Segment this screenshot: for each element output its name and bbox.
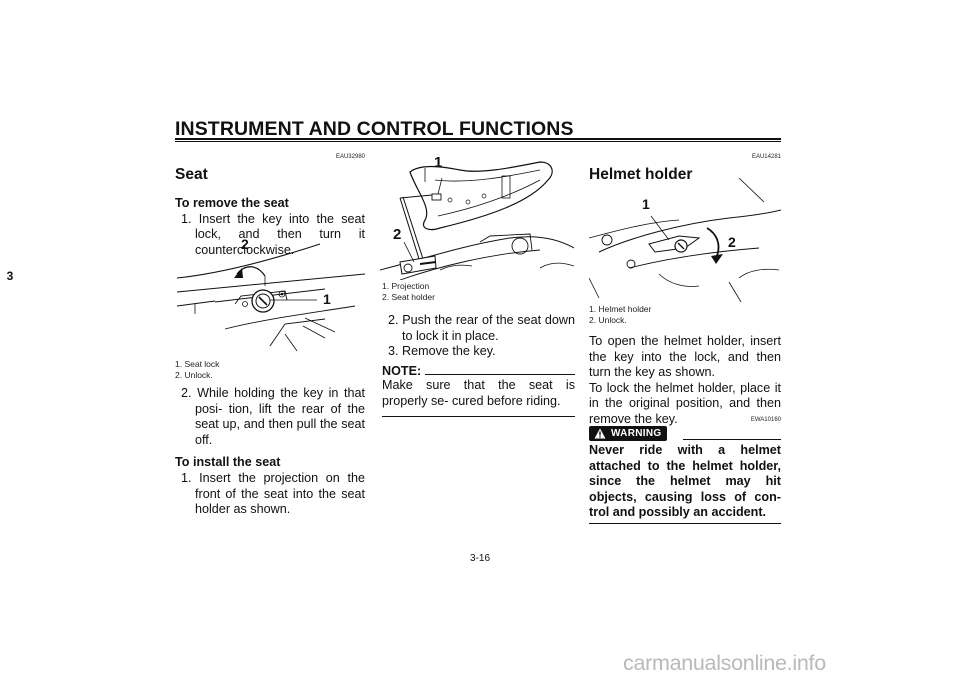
install-heading: To install the seat — [175, 455, 281, 470]
helmet-unlock-arrow-icon — [706, 227, 720, 257]
seat-column-left-2: 2. While holding the key in that posi- t… — [175, 386, 365, 518]
helmet-holder-figure: 1 2 — [589, 178, 781, 302]
warning-code: EWA10160 — [750, 417, 781, 423]
note-label: NOTE: — [382, 364, 422, 378]
helmet-body: To open the helmet holder, insert the ke… — [589, 334, 781, 428]
fig3-captions: 1. Helmet holder 2. Unlock. — [589, 304, 781, 326]
remove-heading: To remove the seat — [175, 196, 289, 211]
helmet-holder-illustration — [589, 178, 781, 302]
header-rule — [175, 138, 781, 140]
header-rule-thin — [175, 141, 781, 142]
note-rule-top — [425, 373, 575, 375]
seat-holder-illustration — [380, 161, 574, 280]
fig1-callout-unlock: 2 — [241, 236, 249, 252]
seat-column-left: EAU32980 Seat To remove the seat 1. Inse… — [175, 150, 365, 259]
note-rule-bottom — [382, 416, 575, 418]
seat-holder-figure: 1 2 — [380, 150, 574, 280]
page-title: INSTRUMENT AND CONTROL FUNCTIONS — [175, 118, 574, 140]
fig2-captions: 1. Projection 2. Seat holder — [382, 281, 572, 303]
fig1-captions: 1. Seat lock 2. Unlock. — [175, 359, 365, 381]
warning-block: WARNING Never ride with a helmet attache… — [589, 426, 781, 525]
warning-triangle-icon — [594, 428, 606, 439]
remove-step-1: 1. Insert the key into the seat lock, an… — [181, 211, 365, 257]
warning-rule-bottom — [589, 522, 781, 525]
install-step-2: 2. Push the rear of the seat down to loc… — [388, 313, 575, 343]
install-step-1: 1. Insert the projection on the front of… — [181, 470, 365, 517]
note-text: Make sure that the seat is properly se- … — [382, 378, 575, 408]
install-step-3: 3. Remove the key. — [388, 344, 496, 359]
helmet-para-lock: To lock the helmet holder, place it in t… — [589, 380, 781, 426]
fig1-callout-lock: 1 — [323, 291, 331, 307]
fig2-caption-2: 2. Seat holder — [382, 292, 435, 302]
seat-column-middle: 2. Push the rear of the seat down to loc… — [382, 313, 575, 360]
fig3-caption-1: 1. Helmet holder — [589, 304, 652, 314]
helmet-para-open: To open the helmet holder, insert the ke… — [589, 334, 781, 380]
fig2-caption-1: 1. Projection — [382, 281, 430, 291]
fig2-callout-holder: 2 — [393, 226, 402, 243]
warning-badge: WARNING — [589, 426, 668, 441]
warning-rule-top — [683, 439, 781, 440]
fig3-caption-2: 2. Unlock. — [589, 315, 627, 325]
section-title-helmet: Helmet holder — [589, 165, 693, 183]
remove-step-2: 2. While holding the key in that posi- t… — [181, 386, 365, 447]
fig1-caption-1: 1. Seat lock — [175, 359, 220, 369]
warning-label: WARNING — [611, 428, 662, 439]
fig3-callout-holder: 1 — [642, 196, 650, 212]
helmet-section-code: EAU14281 — [751, 154, 781, 160]
note-block: NOTE: Make sure that the seat is properl… — [382, 364, 575, 418]
seat-lock-figure: 2 1 — [175, 234, 365, 352]
watermark: carmanualsonline.info — [623, 651, 826, 675]
seat-lock-illustration — [176, 243, 365, 352]
fig2-callout-projection: 1 — [434, 154, 443, 171]
fig1-caption-2: 2. Unlock. — [175, 370, 213, 380]
fig3-callout-unlock: 2 — [728, 234, 736, 250]
chapter-tab: 3 — [6, 269, 14, 283]
section-code: EAU32980 — [335, 154, 365, 160]
helmet-column: EAU14281 Helmet holder — [589, 150, 781, 182]
section-title-seat: Seat — [175, 165, 208, 183]
page-number: 3-16 — [469, 553, 490, 564]
warning-text: Never ride with a helmet attached to the… — [589, 443, 781, 520]
